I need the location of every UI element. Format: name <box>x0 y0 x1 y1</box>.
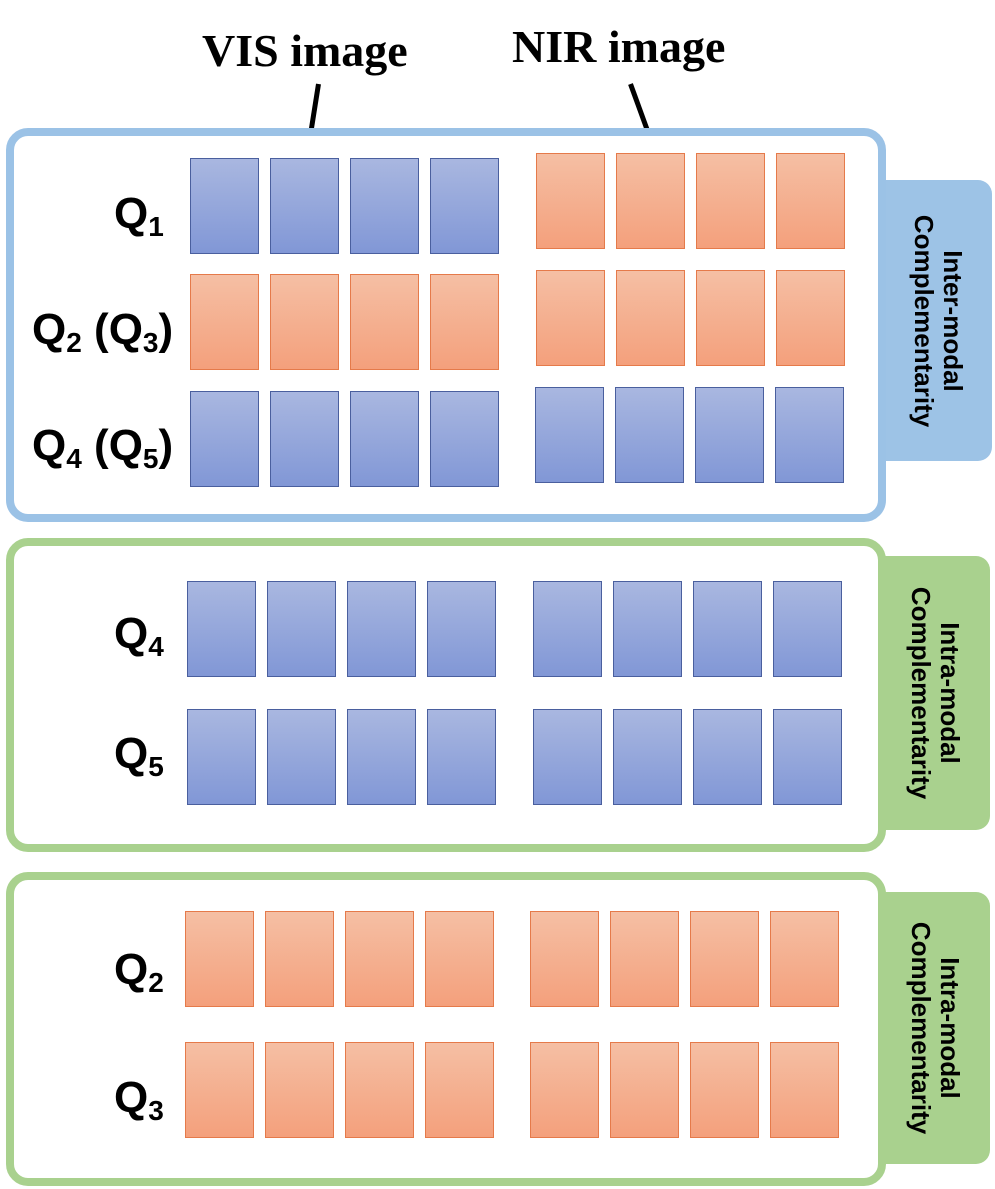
nir-feature-block <box>690 1042 759 1138</box>
intra-modal-tab-1-text: Intra-modal Complementarity <box>906 586 966 800</box>
nir-feature-block <box>616 270 685 366</box>
vis-feature-block <box>190 274 259 370</box>
vis-feature-block <box>345 1042 414 1138</box>
nir-feature-block <box>770 1042 839 1138</box>
row-label-q4: Q4 <box>114 609 164 662</box>
vis-feature-block <box>350 158 419 254</box>
vis-feature-block <box>430 274 499 370</box>
vis-feature-block <box>350 391 419 487</box>
vis-feature-block <box>187 709 256 805</box>
nir-feature-block <box>776 153 845 249</box>
inter-modal-tab-text: Inter-modal Complementarity <box>909 214 969 427</box>
intra-modal-tab-1: Intra-modal Complementarity <box>880 556 990 830</box>
row-label-q2-q3: Q2 (Q3) <box>32 305 174 358</box>
nir-feature-block <box>535 387 604 483</box>
nir-feature-block <box>776 270 845 366</box>
vis-feature-block <box>270 158 339 254</box>
nir-feature-block <box>530 1042 599 1138</box>
nir-image-header: NIR image <box>512 21 726 72</box>
nir-feature-block <box>536 270 605 366</box>
intra-modal-tab-2: Intra-modal Complementarity <box>880 892 990 1164</box>
vis-feature-block <box>190 158 259 254</box>
vis-feature-block <box>270 274 339 370</box>
vis-feature-block <box>350 274 419 370</box>
vis-feature-block <box>430 158 499 254</box>
row-label-q1: Q1 <box>114 189 164 242</box>
nir-feature-block <box>770 911 839 1007</box>
vis-feature-block <box>185 1042 254 1138</box>
nir-feature-block <box>610 1042 679 1138</box>
vis-feature-block <box>430 391 499 487</box>
vis-feature-block <box>427 709 496 805</box>
vis-feature-block <box>267 709 336 805</box>
nir-feature-block <box>615 387 684 483</box>
nir-feature-block <box>690 911 759 1007</box>
row-label-q2: Q2 <box>114 945 164 998</box>
nir-feature-block <box>693 581 762 677</box>
nir-feature-block <box>693 709 762 805</box>
inter-modal-tab: Inter-modal Complementarity <box>884 180 992 461</box>
nir-feature-block <box>613 709 682 805</box>
nir-feature-block <box>533 709 602 805</box>
vis-feature-block <box>347 709 416 805</box>
vis-feature-block <box>267 581 336 677</box>
vis-feature-block <box>265 1042 334 1138</box>
vis-feature-block <box>345 911 414 1007</box>
nir-feature-block <box>536 153 605 249</box>
vis-feature-block <box>347 581 416 677</box>
nir-feature-block <box>695 387 764 483</box>
nir-feature-block <box>530 911 599 1007</box>
nir-feature-block <box>696 153 765 249</box>
vis-feature-block <box>265 911 334 1007</box>
nir-feature-block <box>773 709 842 805</box>
nir-feature-block <box>696 270 765 366</box>
nir-feature-block <box>610 911 679 1007</box>
vis-feature-block <box>187 581 256 677</box>
vis-feature-block <box>270 391 339 487</box>
vis-feature-block <box>185 911 254 1007</box>
nir-feature-block <box>773 581 842 677</box>
nir-feature-block <box>613 581 682 677</box>
nir-feature-block <box>616 153 685 249</box>
vis-feature-block <box>425 1042 494 1138</box>
row-label-q5: Q5 <box>114 729 164 782</box>
row-label-q3: Q3 <box>114 1073 164 1126</box>
vis-feature-block <box>427 581 496 677</box>
row-label-q4-q5: Q4 (Q5) <box>32 421 174 474</box>
vis-feature-block <box>190 391 259 487</box>
nir-feature-block <box>775 387 844 483</box>
vis-image-header: VIS image <box>202 25 408 76</box>
vis-feature-block <box>425 911 494 1007</box>
intra-modal-tab-2-text: Intra-modal Complementarity <box>906 921 966 1135</box>
nir-feature-block <box>533 581 602 677</box>
